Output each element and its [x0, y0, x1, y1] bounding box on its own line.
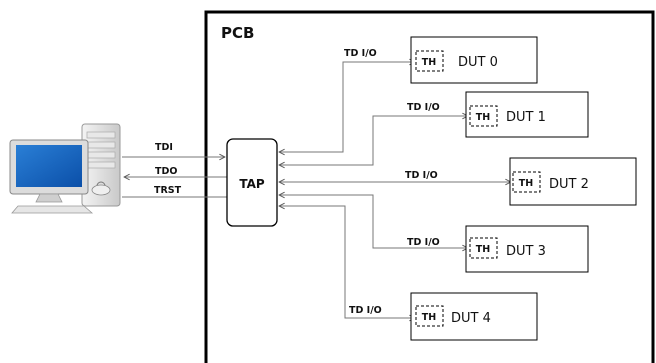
io-label-dut0: TD I/O	[344, 48, 377, 59]
tdi-label: TDI	[155, 142, 173, 153]
computer-icon	[10, 124, 120, 213]
dut-name: DUT 0	[458, 55, 498, 70]
dut-2: TH DUT 2	[510, 158, 636, 205]
test-handler-label: TH	[422, 57, 436, 68]
tap-controller: TAP	[227, 139, 277, 226]
dut-name: DUT 1	[506, 110, 546, 125]
dut-1: TH DUT 1	[466, 92, 588, 137]
io-label-dut2: TD I/O	[405, 170, 438, 181]
test-handler-label: TH	[519, 178, 533, 189]
dut-name: DUT 2	[549, 177, 589, 192]
pcb-label: PCB	[221, 24, 254, 42]
dut-name: DUT 3	[506, 244, 546, 259]
test-handler-label: TH	[476, 112, 490, 123]
io-label-dut3: TD I/O	[407, 237, 440, 248]
dut-3: TH DUT 3	[466, 226, 588, 272]
test-handler-label: TH	[476, 244, 490, 255]
dut-0: TH DUT 0	[411, 37, 537, 83]
io-label-dut1: TD I/O	[407, 102, 440, 113]
dut-name: DUT 4	[451, 311, 491, 326]
io-label-dut4: TD I/O	[349, 305, 382, 316]
tap-label: TAP	[239, 177, 265, 191]
trst-label: TRST	[154, 185, 182, 196]
test-handler-label: TH	[422, 312, 436, 323]
dut-4: TH DUT 4	[411, 293, 537, 340]
tdo-label: TDO	[155, 166, 177, 177]
